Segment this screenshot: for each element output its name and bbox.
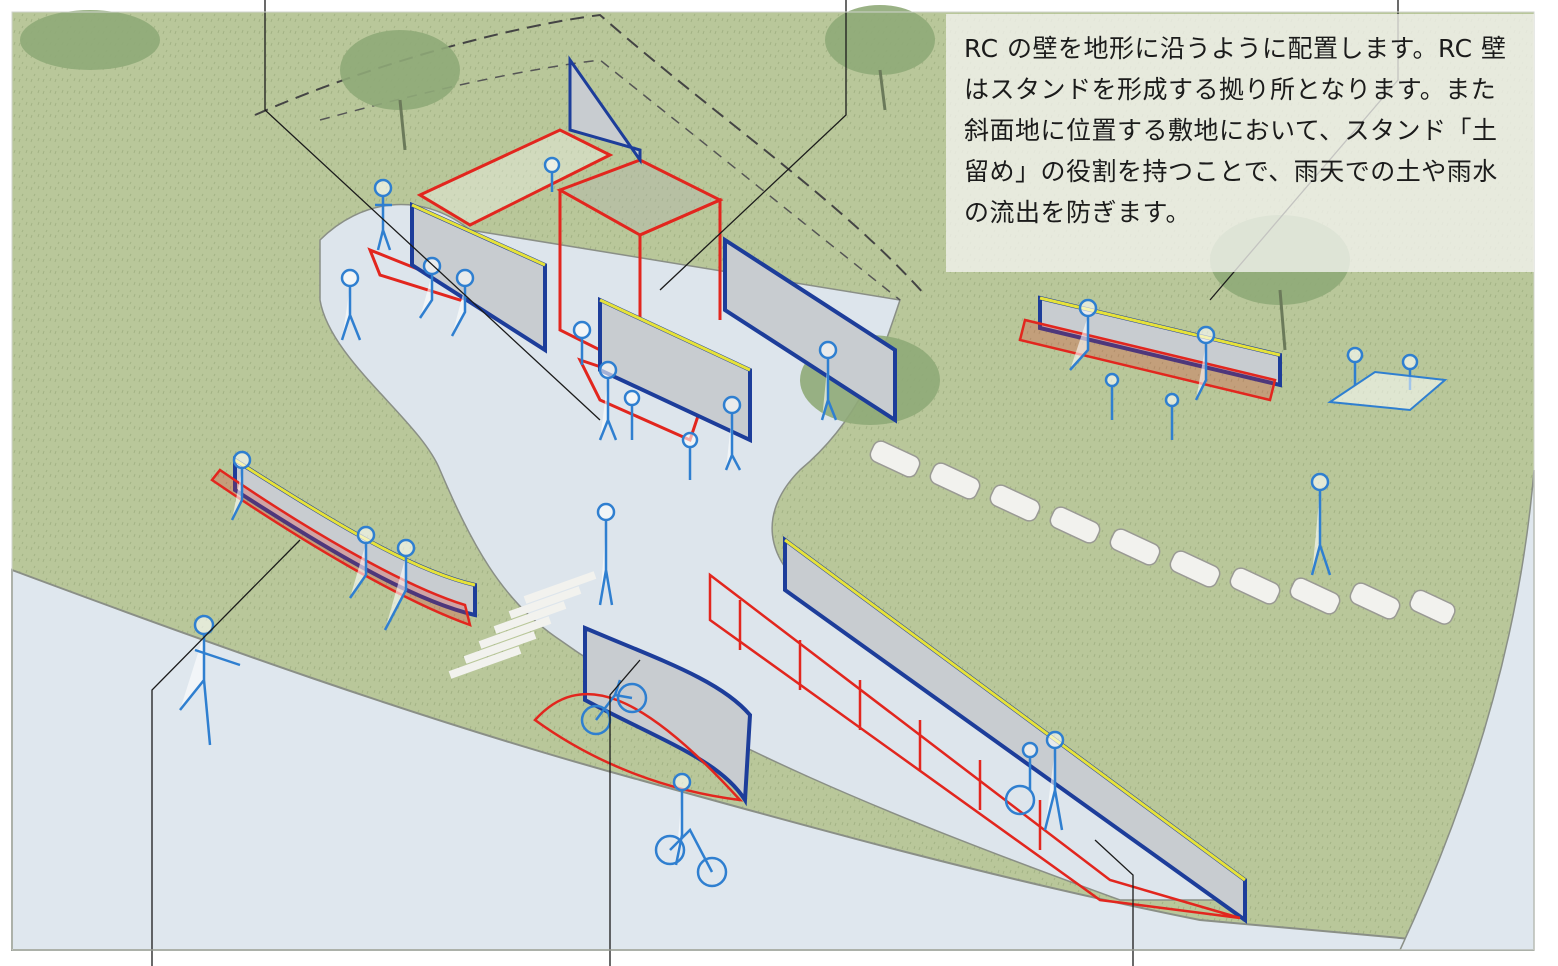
crosswalk <box>448 571 597 679</box>
caption-text: RC の壁を地形に沿うように配置します。RC 壁はスタンドを形成する拠り所となり… <box>964 34 1507 227</box>
picnic-mat-icon <box>1327 370 1448 412</box>
canopy-outline-inner <box>319 59 901 301</box>
stepping-stone-icon <box>869 440 1456 625</box>
main-path <box>11 568 1535 951</box>
person-icon <box>179 156 1419 866</box>
plaza-pavement <box>319 203 1243 901</box>
rc-wall <box>233 55 1282 924</box>
frame-border <box>11 11 1535 951</box>
side-path <box>1398 469 1535 951</box>
description-caption: RC の壁を地形に沿うように配置します。RC 壁はスタンドを形成する拠り所となり… <box>946 14 1534 272</box>
